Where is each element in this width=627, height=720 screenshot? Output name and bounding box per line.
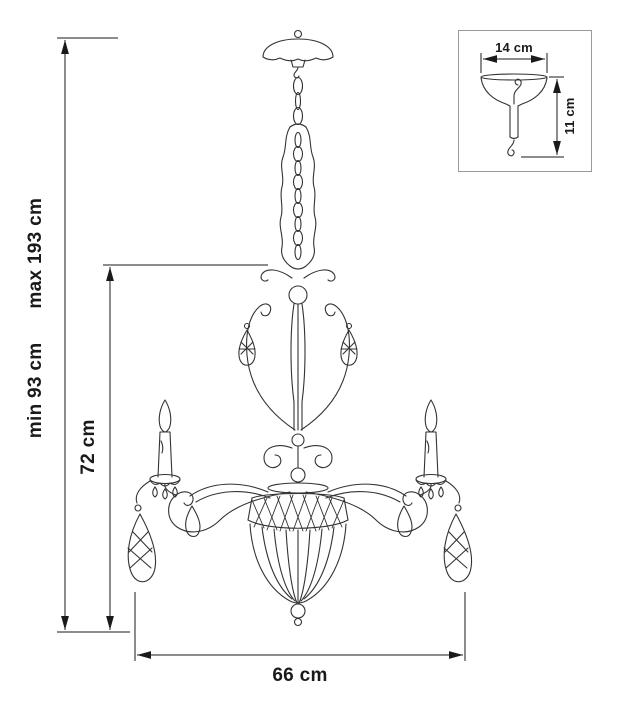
arms — [164, 483, 432, 533]
canopy-height-dimension-label: 11 cm — [561, 97, 577, 135]
width-dimension-label: 66 cm — [272, 665, 328, 686]
overall-height-dimension-label: min 93 cm max 193 cm — [23, 98, 49, 538]
body-height-dimension-label: 72 cm — [78, 419, 99, 475]
inset-dimension-lines — [480, 53, 564, 158]
max-height-label: max 193 cm — [25, 197, 46, 309]
dimension-lines — [57, 37, 466, 661]
center-bowl — [247, 482, 349, 627]
upper-ornament — [238, 269, 358, 483]
candles — [149, 399, 447, 500]
min-height-label: min 93 cm — [25, 342, 46, 439]
canopy-detail-inset — [458, 30, 592, 172]
inset-border — [458, 30, 592, 172]
ceiling-mount — [262, 29, 334, 79]
inset-canopy-drawing — [480, 73, 548, 157]
suspension-chain — [279, 76, 317, 270]
crystal-drops — [127, 480, 473, 583]
canopy-width-dimension-label: 14 cm — [495, 39, 533, 55]
